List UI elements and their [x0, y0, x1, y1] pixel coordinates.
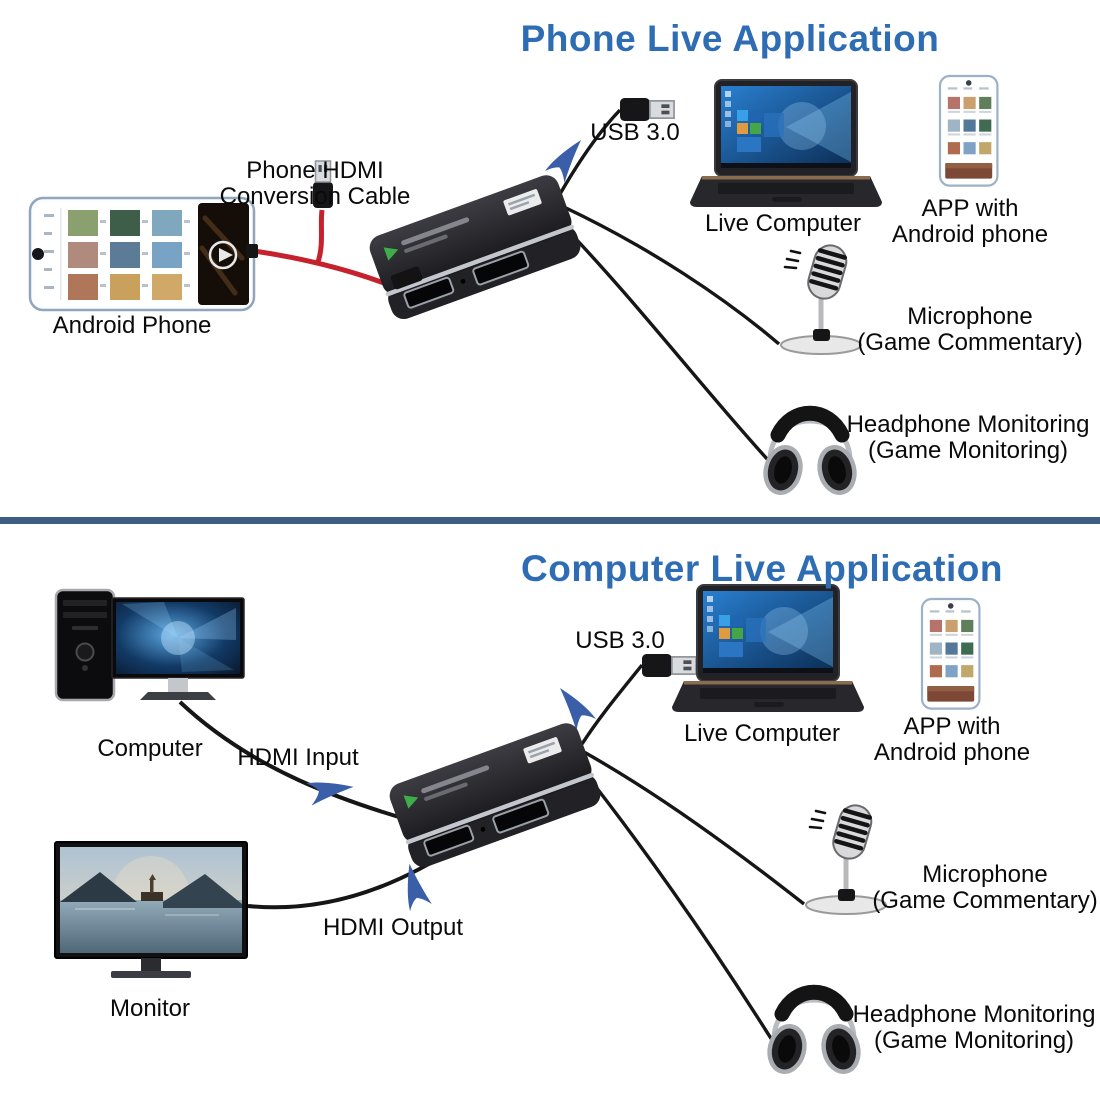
live-computer-icon-bottom [671, 584, 865, 713]
microphone-label-bottom: Microphone (Game Commentary) [835, 862, 1100, 914]
headphone-label-top-line1: Headphone Monitoring [846, 411, 1090, 438]
usb-label-top: USB 3.0 [590, 119, 680, 146]
microphone-label-bottom-line2: (Game Commentary) [872, 887, 1098, 914]
conversion-cable-label-line2: Conversion Cable [219, 183, 411, 210]
usb-cable-top [558, 108, 622, 195]
mic-cable-top [565, 206, 781, 346]
usb-plug-icon-bottom [641, 653, 697, 678]
phone-plug-icon [246, 244, 258, 258]
live-computer-label-top: Live Computer [704, 210, 862, 237]
section-divider [0, 517, 1100, 524]
hdmi-output-label: HDMI Output [322, 914, 464, 941]
app-phone-label-bottom-line1: APP with [903, 713, 1001, 740]
live-computer-icon-top [689, 79, 883, 208]
hdmi-input-label: HDMI Input [237, 744, 359, 771]
app-phone-label-top-line2: Android phone [891, 221, 1049, 248]
monitor-label: Monitor [109, 995, 191, 1022]
conversion-cable-label-line1: Phone HDMI [246, 157, 384, 184]
phone-hdmi-cable [253, 248, 393, 289]
live-computer-label-bottom: Live Computer [683, 720, 841, 747]
desktop-monitor-icon [111, 597, 245, 701]
usb-label-bottom: USB 3.0 [575, 627, 665, 654]
usb-cable-bottom [580, 663, 644, 745]
app-phone-label-top-line1: APP with [921, 195, 1019, 222]
usb-plug-icon-top [619, 97, 675, 122]
app-phone-label-bottom-line2: Android phone [873, 739, 1031, 766]
app-phone-label-top: APP with Android phone [870, 196, 1070, 248]
mic-cable-bottom [583, 750, 806, 906]
computer-label: Computer [97, 735, 203, 762]
top-section-title: Phone Live Application [520, 18, 940, 59]
app-phone-icon-bottom [920, 597, 981, 710]
app-phone-label-bottom: APP with Android phone [852, 714, 1052, 766]
monitor-icon [54, 841, 248, 979]
hdmi-plug-icon [390, 266, 423, 290]
headphone-label-top-line2: (Game Monitoring) [867, 437, 1069, 464]
phone-hdmi-cable-usb-branch [315, 209, 325, 263]
headphone-label-bottom-line1: Headphone Monitoring [852, 1001, 1096, 1028]
conversion-cable-label: Phone HDMI Conversion Cable [195, 158, 435, 210]
headphone-cable-top [556, 218, 770, 462]
headphone-label-bottom-line2: (Game Monitoring) [873, 1027, 1075, 1054]
microphone-label-top-line1: Microphone [907, 303, 1033, 330]
headphone-label-bottom: Headphone Monitoring (Game Monitoring) [799, 1002, 1100, 1054]
android-phone-icon [30, 198, 254, 310]
app-phone-icon-top [938, 74, 999, 187]
microphone-label-bottom-line1: Microphone [922, 861, 1048, 888]
desktop-tower-icon [54, 588, 116, 702]
headphone-label-top: Headphone Monitoring (Game Monitoring) [793, 412, 1100, 464]
microphone-label-top: Microphone (Game Commentary) [820, 304, 1100, 356]
headphone-cable-bottom [576, 762, 774, 1041]
android-phone-label: Android Phone [52, 312, 212, 339]
capture-card-icon-bottom [385, 718, 606, 872]
microphone-label-top-line2: (Game Commentary) [857, 329, 1083, 356]
bottom-section-title: Computer Live Application [521, 548, 1003, 589]
